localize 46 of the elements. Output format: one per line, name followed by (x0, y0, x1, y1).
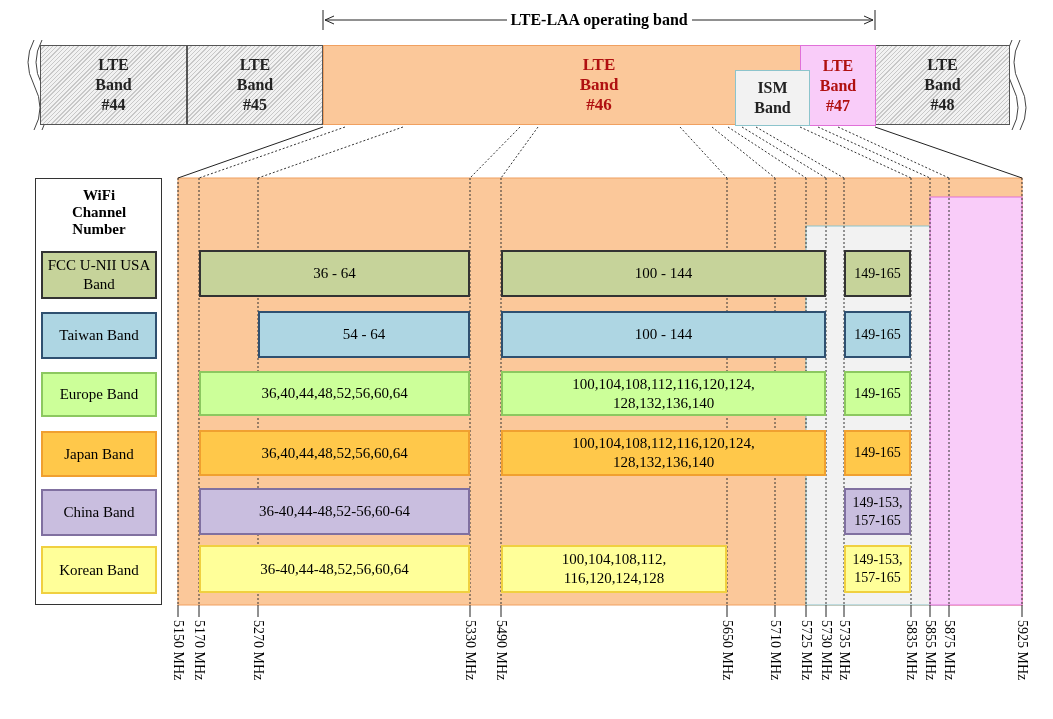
channel-bar: 36-40,44-48,52-56,60-64 (199, 488, 470, 535)
region-label: FCC U-NII USA Band (41, 251, 157, 299)
band-block: ISM Band (735, 70, 810, 126)
channel-bar: 149-153, 157-165 (844, 488, 911, 535)
frequency-label: 5925 MHz (1015, 620, 1029, 681)
channel-bar: 100 - 144 (501, 250, 826, 297)
channel-bar: 149-165 (844, 430, 911, 476)
channel-bar: 54 - 64 (258, 311, 470, 358)
region-label: Korean Band (41, 546, 157, 594)
frequency-label: 5725 MHz (799, 620, 813, 681)
region-label: Europe Band (41, 372, 157, 417)
channel-bar: 100,104,108,112,116,120,124, 128,132,136,140 (501, 371, 826, 416)
frequency-label: 5735 MHz (837, 620, 851, 681)
channel-bar: 36,40,44,48,52,56,60,64 (199, 430, 470, 476)
frequency-label: 5650 MHz (720, 620, 734, 681)
frequency-label: 5150 MHz (171, 620, 185, 681)
channel-bar: 100,104,108,112, 116,120,124,128 (501, 545, 727, 593)
channel-bar: 36,40,44,48,52,56,60,64 (199, 371, 470, 416)
table-column (35, 178, 162, 605)
channel-bar: 149-165 (844, 311, 911, 358)
channel-bar: 149-165 (844, 250, 911, 297)
frequency-label: 5875 MHz (942, 620, 956, 681)
channel-bar: 36 - 64 (199, 250, 470, 297)
band-span-label: LTE-LAA operating band (506, 11, 692, 29)
region-label: China Band (41, 489, 157, 536)
region-label: Japan Band (41, 431, 157, 477)
frequency-label: 5835 MHz (904, 620, 918, 681)
band-block: LTE Band #48 (875, 45, 1010, 125)
frequency-label: 5170 MHz (192, 620, 206, 681)
channel-bar: 36-40,44-48,52,56,60,64 (199, 545, 470, 593)
frequency-label: 5270 MHz (251, 620, 265, 681)
channel-bar: 100,104,108,112,116,120,124, 128,132,136,140 (501, 430, 826, 476)
column-header: WiFi Channel Number (70, 187, 128, 238)
frequency-label: 5490 MHz (494, 620, 508, 681)
band-block: LTE Band #47 (800, 45, 876, 126)
band-block: LTE Band #46 ISM Band LTE Band #47 (323, 45, 875, 125)
band-block: LTE Band #45 (187, 45, 323, 125)
frequency-label: 5710 MHz (768, 620, 782, 681)
band-block: LTE Band #44 (40, 45, 187, 125)
channel-bar: 149-153, 157-165 (844, 545, 911, 593)
frequency-label: 5855 MHz (923, 620, 937, 681)
channel-bar: 149-165 (844, 371, 911, 416)
frequency-label: 5730 MHz (819, 620, 833, 681)
channel-bar: 100 - 144 (501, 311, 826, 358)
frequency-label: 5330 MHz (463, 620, 477, 681)
region-label: Taiwan Band (41, 312, 157, 359)
